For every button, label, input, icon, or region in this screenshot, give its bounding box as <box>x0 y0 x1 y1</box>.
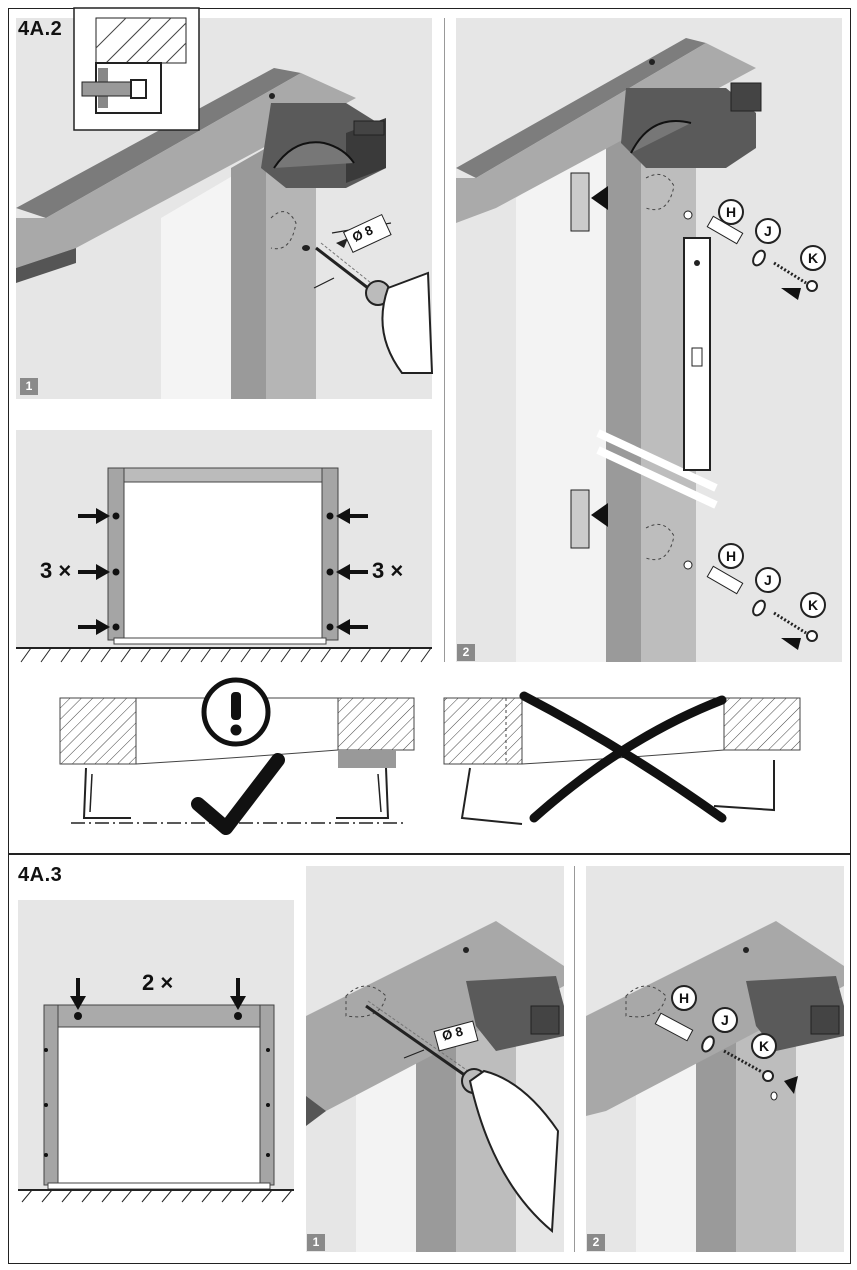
top-screws-illustration <box>18 978 294 1203</box>
step-badge-1: 1 <box>20 378 38 395</box>
count-top-label: 2 × <box>142 970 174 995</box>
panel-divider-4a2 <box>444 18 445 662</box>
front-view-illustration <box>16 467 432 663</box>
callout-h-4a3: H <box>679 990 690 1006</box>
callout-k-bottom: K <box>808 597 819 613</box>
callout-k-top: K <box>808 250 819 266</box>
incorrect-alignment-diagram <box>443 691 801 825</box>
step-badge-3: 1 <box>307 1234 325 1251</box>
count-right-label: 3 × <box>372 558 404 583</box>
step1-drill-up-illustration <box>306 921 564 1252</box>
count-left-label: 3 × <box>40 558 72 583</box>
step-badge-2: 2 <box>457 644 475 661</box>
step1-drill-illustration <box>16 7 434 399</box>
callout-h-top: H <box>726 204 737 220</box>
correct-alignment-diagram <box>59 677 415 835</box>
callout-k-4a3: K <box>759 1038 770 1054</box>
section-4a2-frame <box>8 8 851 854</box>
section-title-4a2: 4A.2 <box>18 18 63 40</box>
section-title-4a3: 4A.3 <box>18 864 63 886</box>
step2-fixing-illustration <box>456 38 826 662</box>
callout-j-4a3: J <box>721 1012 729 1028</box>
step-badge-4: 2 <box>587 1234 605 1251</box>
panel-divider-4a3 <box>574 866 575 1252</box>
step2-fixing-up-illustration <box>586 921 844 1252</box>
callout-h-bottom: H <box>726 548 737 564</box>
callout-j-bottom: J <box>764 572 772 588</box>
section-4a3-frame <box>8 854 851 1264</box>
callout-j-top: J <box>764 223 772 239</box>
